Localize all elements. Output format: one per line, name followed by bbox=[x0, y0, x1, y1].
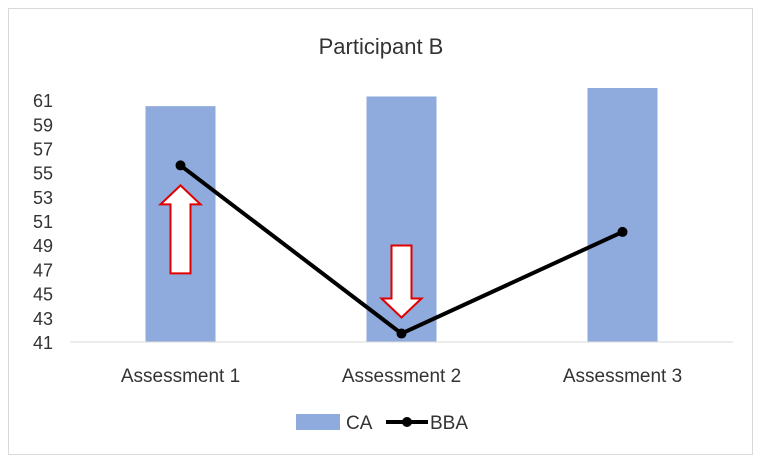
y-tick-label: 59 bbox=[33, 115, 53, 135]
legend: CA BBA bbox=[296, 413, 468, 434]
arrow-down-annotation bbox=[378, 244, 425, 319]
line-point-3 bbox=[617, 226, 628, 237]
legend-label-ca: CA bbox=[346, 413, 373, 434]
x-tick-label: Assessment 3 bbox=[563, 366, 682, 387]
bar-3 bbox=[587, 88, 658, 342]
y-tick-label: 45 bbox=[33, 285, 53, 305]
legend-label-bba: BBA bbox=[430, 413, 468, 434]
legend-swatch-ca bbox=[296, 414, 340, 430]
y-tick-label: 51 bbox=[33, 212, 53, 232]
y-tick-label: 43 bbox=[33, 309, 53, 329]
line-series bbox=[175, 160, 628, 339]
arrow-up-annotation bbox=[157, 184, 204, 275]
y-tick-label: 49 bbox=[33, 236, 53, 256]
line-point-1 bbox=[175, 160, 186, 171]
y-tick-label: 53 bbox=[33, 188, 53, 208]
y-tick-label: 47 bbox=[33, 260, 53, 280]
y-tick-label: 61 bbox=[33, 91, 53, 111]
line-point-2 bbox=[396, 328, 407, 339]
legend-marker-bba bbox=[402, 417, 412, 427]
bar-series bbox=[145, 88, 658, 343]
y-tick-label: 41 bbox=[33, 333, 53, 353]
y-tick-label: 57 bbox=[33, 139, 53, 159]
x-tick-label: Assessment 2 bbox=[342, 366, 461, 387]
y-axis-ticks: 41 43 45 47 49 51 53 55 57 59 61 bbox=[33, 91, 53, 353]
y-tick-label: 55 bbox=[33, 164, 53, 184]
x-tick-label: Assessment 1 bbox=[121, 366, 240, 387]
chart-title: Participant B bbox=[319, 34, 444, 59]
x-axis-labels: Assessment 1 Assessment 2 Assessment 3 bbox=[121, 366, 682, 387]
arrow-annotations bbox=[157, 184, 425, 319]
